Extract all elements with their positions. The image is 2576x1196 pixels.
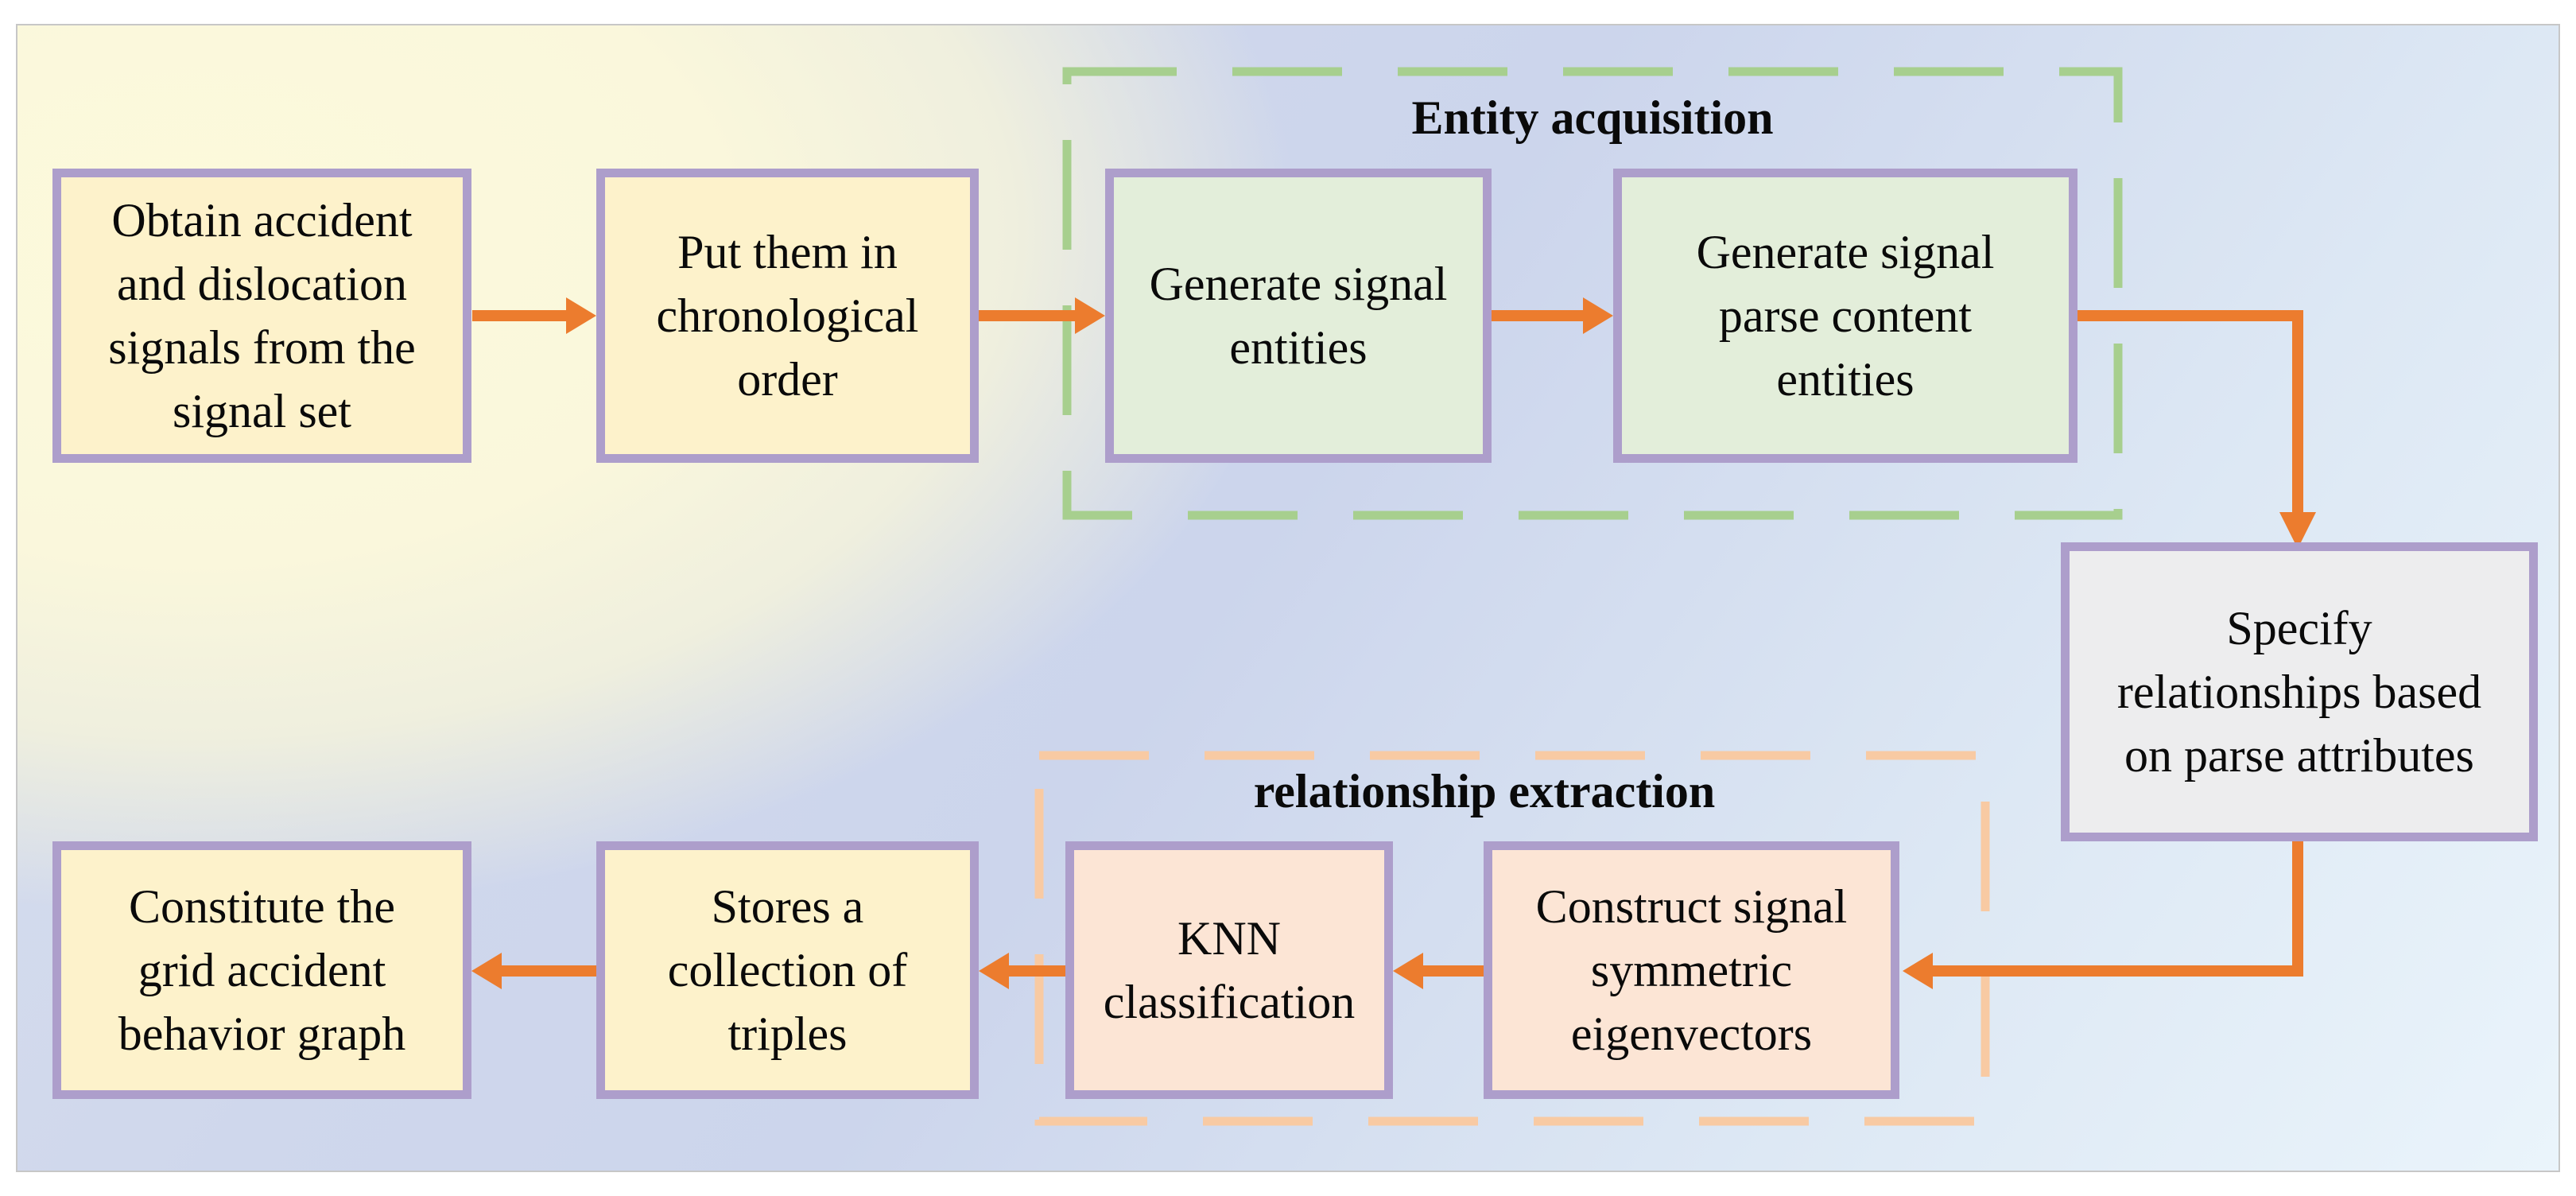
arrow-specify-to-construct [1903, 841, 2303, 989]
entity-acquisition-dashed-frame [1062, 67, 2123, 520]
node-stores-triples: Stores a collection of triples [596, 841, 979, 1099]
node-generate-parse-content-entities: Generate signal parse content entities [1613, 169, 2077, 463]
arrow-gen-parse-to-specify [2077, 310, 2316, 549]
arrow-chronological-to-gen-entities [979, 297, 1105, 334]
node-constitute-graph: Constitute the grid accident behavior gr… [52, 841, 471, 1099]
arrow-gen-entities-to-gen-parse [1492, 297, 1613, 334]
node-obtain-signals: Obtain accident and dislocation signals … [52, 169, 471, 463]
arrow-knn-to-stores [979, 953, 1065, 989]
relationship-extraction-title: relationship extraction [1253, 765, 1716, 817]
arrow-stores-to-constitute [471, 953, 596, 989]
node-generate-signal-entities: Generate signal entities [1105, 169, 1492, 463]
arrow-construct-to-knn [1393, 953, 1484, 989]
node-knn-classification: KNN classification [1065, 841, 1393, 1099]
entity-acquisition-title: Entity acquisition [1411, 91, 1774, 144]
node-specify-relationships: Specify relationships based on parse att… [2061, 542, 2538, 841]
node-construct-eigenvectors: Construct signal symmetric eigenvectors [1484, 841, 1899, 1099]
node-chronological-order: Put them in chronological order [596, 169, 979, 463]
arrow-obtain-to-chronological [472, 297, 596, 334]
